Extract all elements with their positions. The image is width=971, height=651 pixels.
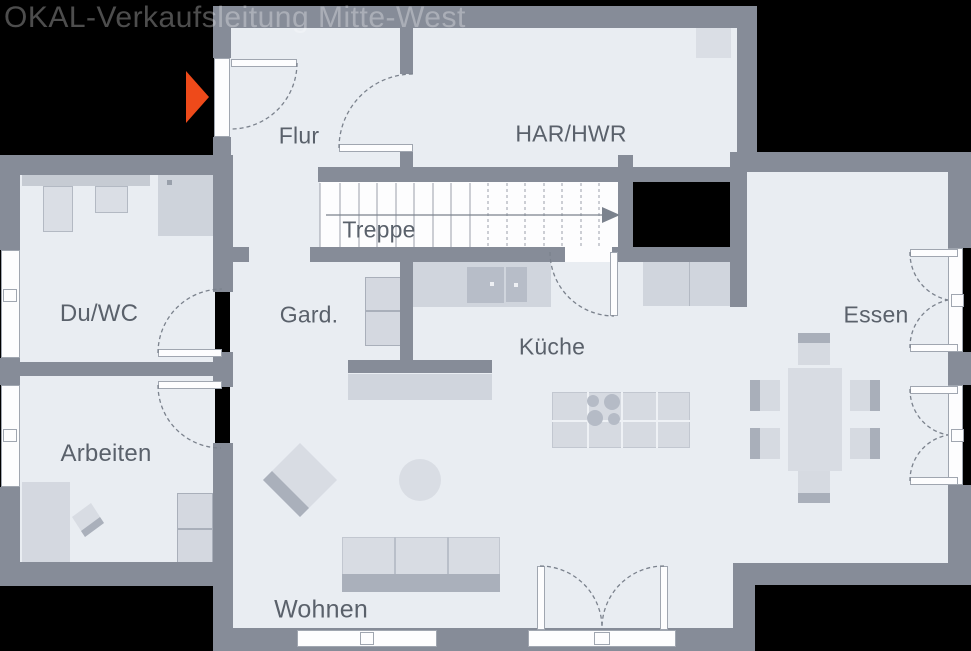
window-handle xyxy=(3,429,17,442)
window-handle xyxy=(3,289,17,302)
coffee-table xyxy=(399,459,441,501)
wall xyxy=(233,247,249,262)
island-divider xyxy=(552,420,690,422)
wall xyxy=(18,362,233,376)
shelf xyxy=(177,529,213,565)
kitchen-counter-right xyxy=(643,262,690,306)
window-handle xyxy=(360,632,374,645)
room-label-har-hwr: HAR/HWR xyxy=(515,120,627,147)
door-handle xyxy=(951,429,964,442)
wall xyxy=(730,152,747,307)
door-handle xyxy=(951,294,964,307)
desk xyxy=(22,482,70,563)
wall xyxy=(400,262,413,372)
entry-door-leaf xyxy=(231,59,297,67)
wall xyxy=(400,28,413,74)
shelf xyxy=(177,493,213,529)
french-door-leaf xyxy=(910,249,958,257)
bath-counter xyxy=(22,172,150,186)
wall xyxy=(318,167,747,182)
room-label-gard: Gard. xyxy=(279,301,339,328)
sofa-seat-divider xyxy=(447,537,449,575)
door-leaf-duwc xyxy=(158,349,222,357)
wall xyxy=(948,152,971,248)
page-title: OKAL-Verkaufsleitung Mitte-West xyxy=(4,1,466,34)
wall xyxy=(737,6,757,172)
entrance-arrow-icon xyxy=(186,71,209,123)
oven-knob xyxy=(490,282,494,286)
dining-chair xyxy=(750,428,780,459)
dining-chair xyxy=(750,380,780,411)
kitchen-counter-right xyxy=(690,262,730,306)
wall xyxy=(213,155,233,292)
room-label-arbeiten: Arbeiten xyxy=(60,440,152,467)
wall xyxy=(612,247,747,262)
room-label-kueche: Küche xyxy=(518,333,586,360)
french-door-leaf xyxy=(910,386,958,394)
wall xyxy=(310,247,565,262)
dining-table xyxy=(788,368,842,471)
dining-chair xyxy=(850,380,880,411)
wall xyxy=(213,6,231,58)
dining-chair xyxy=(798,333,830,365)
wall xyxy=(948,352,971,385)
french-door-leaf xyxy=(910,477,958,485)
room-label-du-wc: Du/WC xyxy=(59,300,139,327)
wardrobe-cabinet xyxy=(365,277,403,311)
wall xyxy=(0,358,20,385)
room-label-wohnen: Wohnen xyxy=(274,595,368,624)
room-label-essen: Essen xyxy=(843,301,909,328)
wall xyxy=(213,6,757,28)
bath-wc xyxy=(95,186,128,213)
door-leaf-arbeiten xyxy=(158,381,222,389)
wall xyxy=(737,152,971,172)
wardrobe-cabinet xyxy=(365,311,403,346)
door-leaf-flur-har xyxy=(339,144,413,152)
french-door-leaf xyxy=(910,344,958,352)
entry-door-opening xyxy=(214,58,230,137)
kitchen-door-opening xyxy=(565,247,612,262)
wall xyxy=(0,562,230,586)
floor-essen xyxy=(737,170,950,565)
wall xyxy=(948,485,971,585)
door-handle xyxy=(594,632,610,645)
sofa-back xyxy=(342,574,500,592)
terrace-door-leaf xyxy=(537,566,545,630)
wall xyxy=(348,360,492,373)
wall xyxy=(618,155,633,262)
room-label-treppe: Treppe xyxy=(342,216,416,243)
wall xyxy=(0,155,20,250)
wall xyxy=(0,155,230,175)
window-duwc xyxy=(1,250,20,358)
terrace-door-leaf xyxy=(660,566,668,630)
sideboard xyxy=(348,374,492,400)
bath-sink xyxy=(43,186,73,232)
dining-chair xyxy=(850,428,880,459)
wall xyxy=(0,487,20,586)
oven xyxy=(467,267,504,303)
kitchen-door-leaf xyxy=(610,252,618,316)
wall xyxy=(733,563,971,585)
shower-drain xyxy=(167,180,172,185)
wall xyxy=(213,443,233,628)
room-label-flur: Flur xyxy=(278,122,320,149)
dining-chair xyxy=(798,471,830,503)
appliance-knob xyxy=(514,283,518,287)
sofa-seat-divider xyxy=(394,537,396,575)
utility-appliance xyxy=(696,22,731,58)
